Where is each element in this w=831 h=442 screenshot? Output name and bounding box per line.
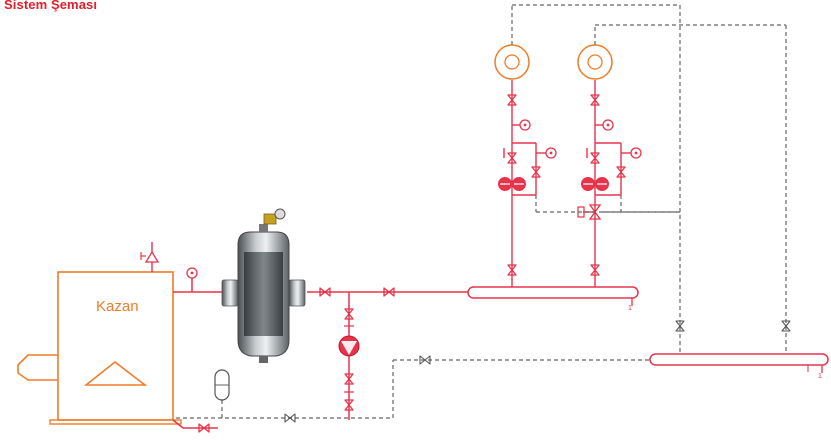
pressure-gauge-icon [545, 147, 557, 159]
safety-valve-icon [140, 242, 160, 272]
pressure-gauge-icon [602, 119, 614, 131]
pump-icon [581, 177, 609, 191]
boiler: Kazan [17, 271, 182, 425]
supply-header: 1 [467, 286, 639, 312]
svg-text:1: 1 [818, 373, 822, 380]
pressure-gauge-icon [630, 147, 642, 159]
return-header: 1 [649, 353, 829, 380]
strainer-icon [344, 325, 354, 393]
expansion-tank [214, 369, 230, 401]
pump-icon [498, 177, 526, 191]
heating-circuit-1 [494, 44, 557, 287]
circulation-pump-icon [338, 335, 360, 357]
page-title: Sistem Şeması [4, 0, 98, 12]
heating-circuit-2 [577, 44, 642, 287]
air-vent-icon [263, 208, 286, 225]
radiator-icon [577, 44, 613, 80]
pressure-gauge-icon [519, 119, 531, 131]
pressure-gauge-icon [186, 267, 198, 279]
supply-line [172, 278, 470, 429]
radiator-icon [494, 44, 530, 80]
svg-text:1: 1 [628, 305, 632, 312]
dirt-separator [221, 224, 306, 363]
boiler-label: Kazan [96, 298, 139, 315]
valve-icon [284, 413, 296, 423]
